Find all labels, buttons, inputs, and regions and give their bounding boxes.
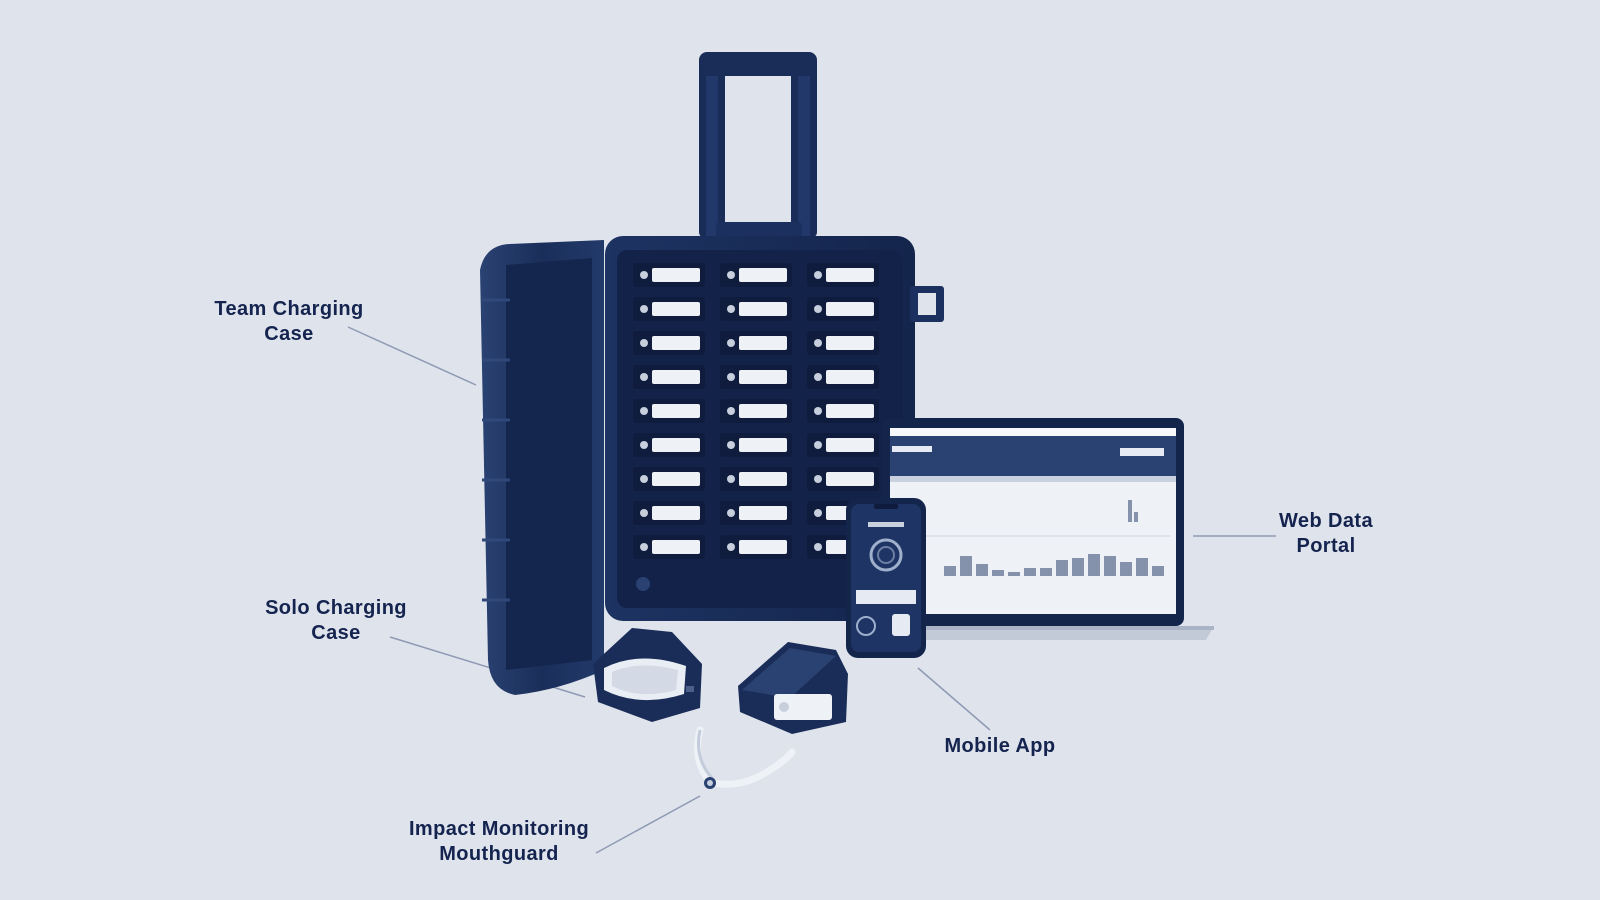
mouthguard-label-line1: Impact Monitoring (408, 818, 590, 840)
mouthguard-label: Impact Monitoring Mouthguard (369, 817, 629, 867)
web-data-portal-label: Web Data Portal (1226, 509, 1426, 559)
laptop-web-portal (866, 418, 1214, 640)
team-charging-case-label: Team Charging Case (189, 297, 389, 347)
mobile-phone (846, 498, 926, 658)
mobile-app-label: Mobile App (900, 734, 1100, 759)
team-charging-case-label-line2: Case (264, 323, 314, 345)
solo-charging-case-label-line1: Solo Charging (265, 597, 407, 619)
charging-slots (633, 263, 879, 559)
solo-charging-case-label: Solo Charging Case (236, 596, 436, 646)
team-charging-case-label-line1: Team Charging (214, 298, 364, 320)
web-data-portal-label-line1: Web Data (1279, 510, 1373, 532)
web-data-portal-label-line2: Portal (1296, 535, 1356, 557)
mobile-app-label-line1: Mobile App (944, 735, 1056, 757)
solo-charging-case (593, 628, 702, 722)
solo-charging-case-label-line2: Case (311, 622, 361, 644)
solo-charging-case-closed (738, 642, 848, 734)
team-charging-case (480, 52, 944, 695)
mouthguard (694, 726, 796, 789)
mouthguard-label-line2: Mouthguard (439, 843, 559, 865)
